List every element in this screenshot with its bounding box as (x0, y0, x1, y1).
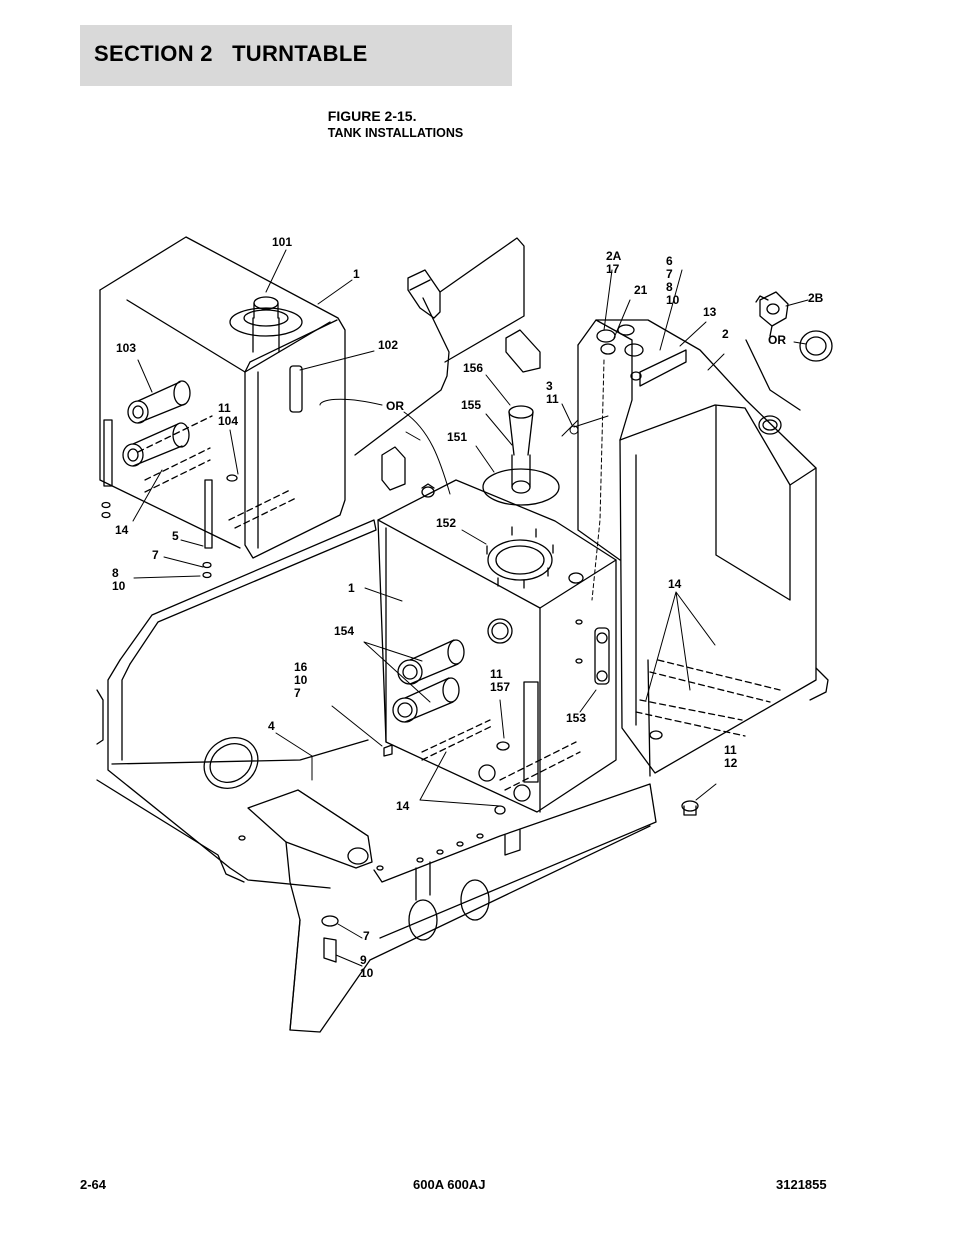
straps-left (101, 419, 213, 579)
callout-label: 2 (722, 327, 729, 341)
callout-label: 3 11 (546, 379, 559, 406)
callout-label: 13 (703, 305, 717, 319)
callout-label: 102 (378, 338, 399, 352)
bottom-frame (238, 783, 699, 1033)
callout-label: 2A 17 (606, 249, 622, 276)
callout-label: 5 (172, 529, 179, 543)
callout-label: 101 (272, 235, 293, 249)
section-title: SECTION 2 TURNTABLE (94, 41, 368, 66)
callout-label: 11 157 (490, 667, 511, 694)
callout-label: 16 10 7 (294, 660, 308, 700)
callout-label: 14 (115, 523, 129, 537)
callout-label: 154 (334, 624, 355, 638)
callout-label: 7 (363, 929, 370, 943)
callout-label: 21 (634, 283, 648, 297)
filler-cylinders-main (392, 639, 465, 723)
breather-cap (745, 291, 833, 411)
callout-label: 14 (396, 799, 410, 813)
footer-page-number: 2-64 (80, 1177, 107, 1192)
turntable-platform (96, 519, 377, 889)
callout-label: 1 (353, 267, 360, 281)
leader-lines (132, 249, 809, 967)
callout-label: 11 104 (218, 401, 239, 428)
figure-title: TANK INSTALLATIONS (327, 126, 464, 140)
callout-label: 153 (566, 711, 587, 725)
callout-label: 8 10 (112, 566, 126, 593)
callout-label: 14 (668, 577, 682, 591)
upper-bracket (354, 237, 541, 456)
callout-label: 7 (152, 548, 159, 562)
callout-label: 6 7 8 10 (666, 254, 680, 307)
main-tank-front (377, 405, 617, 815)
footer-model: 600A 600AJ (413, 1177, 486, 1192)
callout-label: 11 12 (724, 743, 738, 770)
callout-label: 9 10 (360, 953, 374, 980)
figure-number: FIGURE 2-15. (327, 108, 417, 124)
filler-cylinders-left (122, 380, 191, 467)
callout-label: 103 (116, 341, 137, 355)
section-header: SECTION 2 TURNTABLE (80, 25, 512, 86)
callout-label: 4 (268, 719, 275, 733)
callout-label: OR (386, 399, 404, 413)
callout-label: 156 (463, 361, 484, 375)
figure-caption: FIGURE 2-15. TANK INSTALLATIONS (320, 92, 463, 140)
callout-label: 1 (348, 581, 355, 595)
callout-label: 151 (447, 430, 468, 444)
callout-label: 152 (436, 516, 457, 530)
alt-tank-right (577, 319, 829, 777)
callout-label: 155 (461, 398, 482, 412)
alt-tank-left (99, 236, 346, 559)
callout-label: OR (768, 333, 786, 347)
footer-doc-number: 3121855 (776, 1177, 827, 1192)
callout-label: 2B (808, 291, 824, 305)
